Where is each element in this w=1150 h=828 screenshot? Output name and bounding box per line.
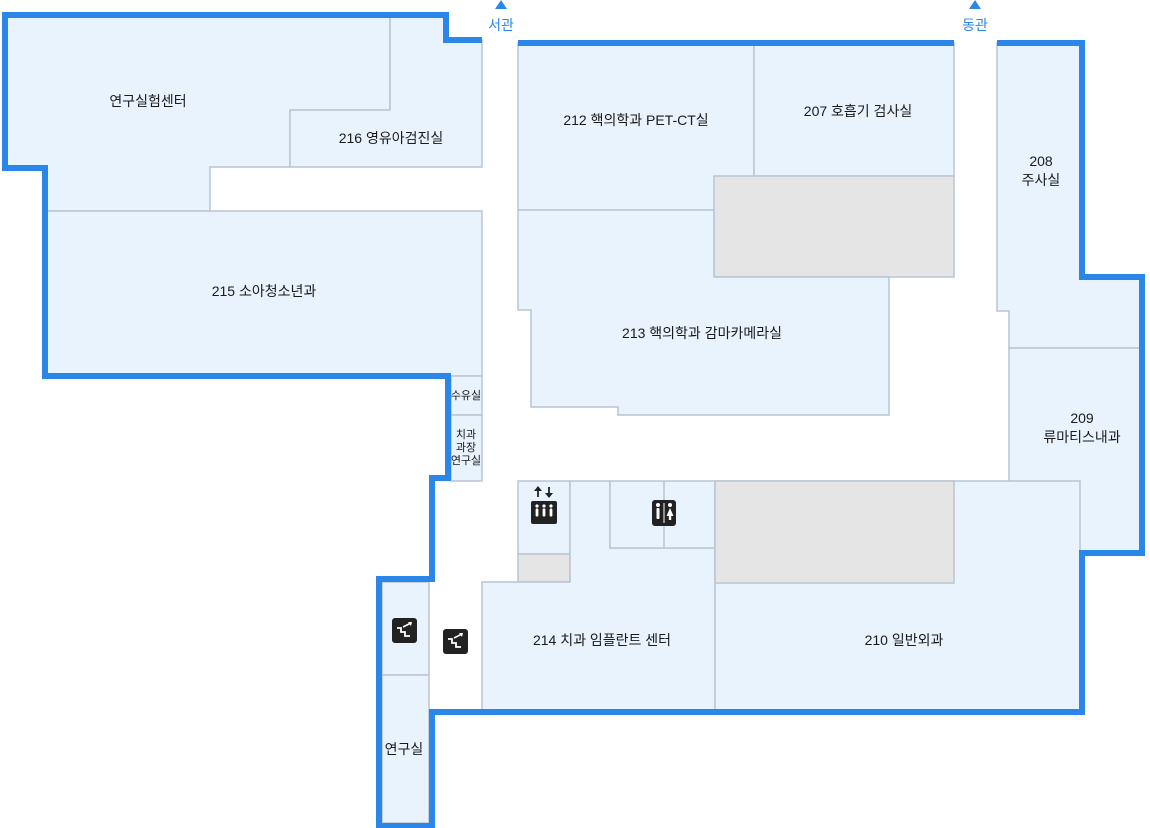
room-215[interactable] [44,210,483,377]
stairs-icon[interactable] [392,618,417,643]
room-208[interactable] [996,42,1143,349]
utility-area-upper [713,175,955,278]
entrance-west[interactable]: 서관 [488,0,514,33]
stairs-icon[interactable] [443,629,468,654]
room-213[interactable] [517,209,890,416]
label-nursing: 수유실 [451,389,481,402]
central-wing [517,40,955,416]
label-214: 214 치과 임플란트 센터 [533,632,671,648]
label-215: 215 소아청소년과 [212,283,317,299]
label-216: 216 영유아검진실 [339,130,444,146]
label-209-name: 류마티스내과 [1043,429,1120,445]
utility-area-small [517,553,571,583]
entrance-east[interactable]: 동관 [962,0,988,33]
label-212: 212 핵의학과 PET-CT실 [563,112,708,128]
restroom-area[interactable] [609,480,716,549]
label-dental-lab-3: 연구실 [451,454,481,467]
label-207: 207 호흡기 검사실 [804,103,912,119]
label-dental-lab-1: 치과 [456,428,476,441]
entrance-east-label: 동관 [962,17,988,33]
label-213: 213 핵의학과 감마카메라실 [622,325,782,341]
east-wing [996,42,1143,554]
label-dental-lab-2: 과장 [456,441,476,454]
outer-wall [2,12,1145,828]
room-207[interactable] [753,42,955,177]
entrance-west-label: 서관 [488,17,514,33]
label-210: 210 일반외과 [865,632,944,648]
label-208-name: 주사실 [1022,172,1061,188]
entrance-east-arrow-icon [969,0,981,9]
label-research-lab: 연구실 [385,741,424,757]
label-research-center: 연구실험센터 [109,93,186,109]
room-dental-lab[interactable] [450,414,483,482]
label-208-number: 208 [1029,153,1053,169]
restroom-icon[interactable] [652,500,676,526]
elevator-icon[interactable] [531,486,557,524]
utility-area-lower [714,480,955,584]
label-209-number: 209 [1070,410,1094,426]
south-wing [381,480,1081,824]
entrance-west-arrow-icon [495,0,507,9]
